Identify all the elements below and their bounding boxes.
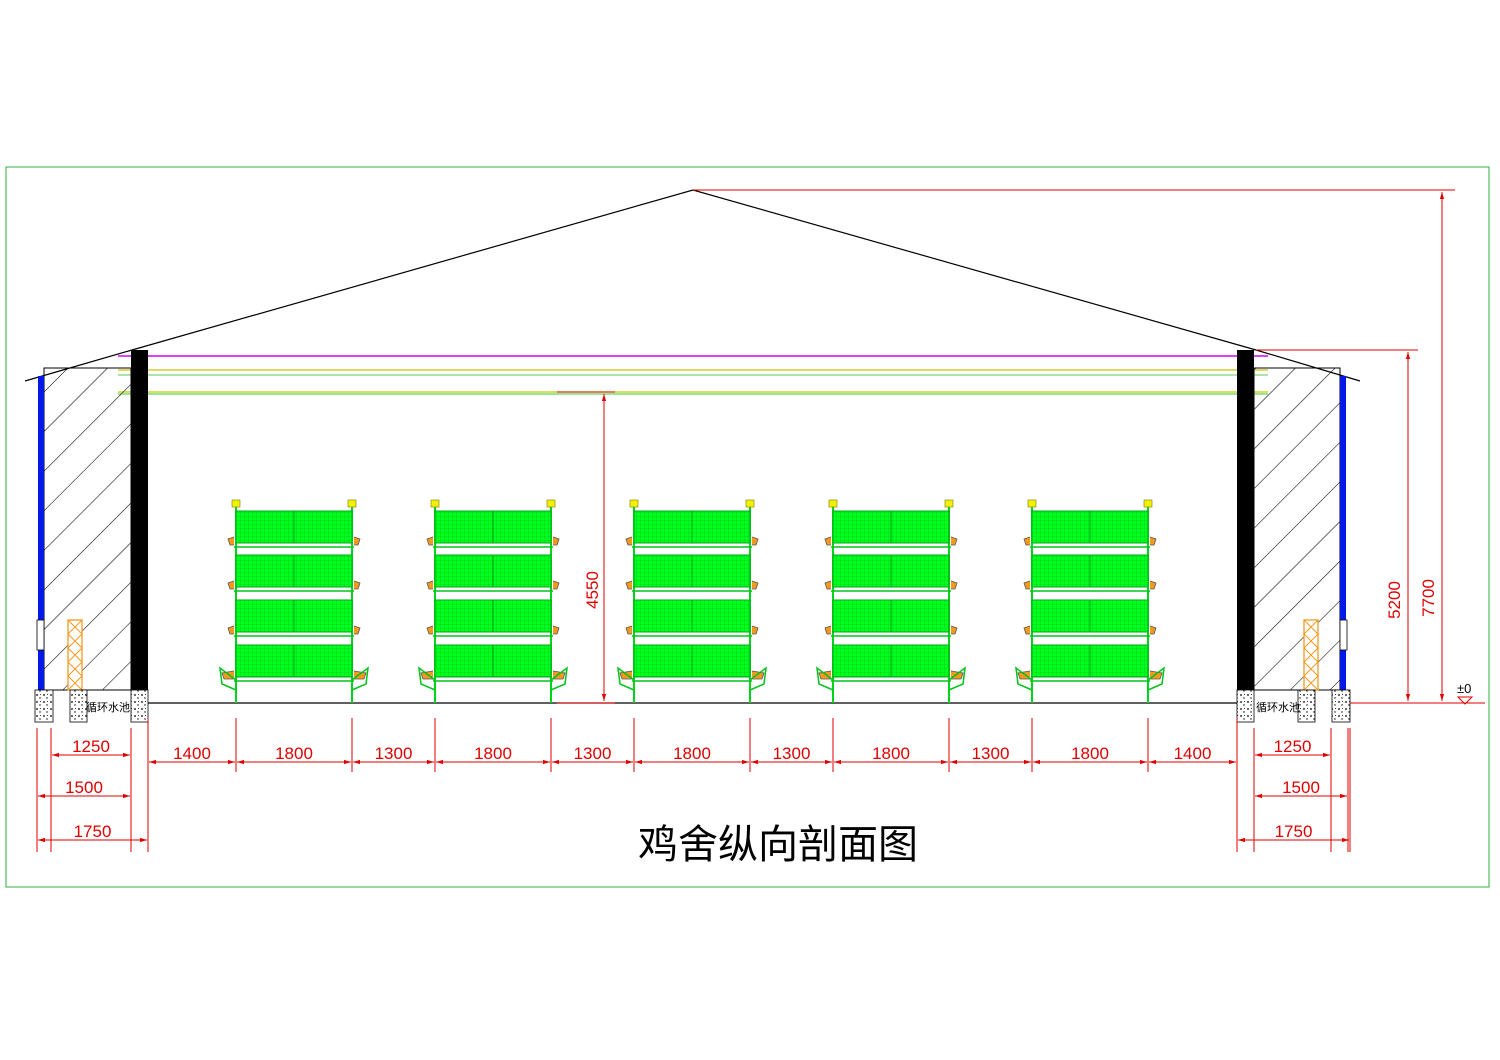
cage-cap <box>1143 499 1153 508</box>
dim-text: 1400 <box>173 744 211 763</box>
end-dim-text: 1250 <box>72 737 110 756</box>
cage-cap <box>430 499 440 508</box>
level-mark-icon <box>1456 696 1474 705</box>
feed-trough <box>625 536 633 546</box>
right-foundation-b <box>1297 689 1316 723</box>
right-cooling-pad <box>1340 376 1346 690</box>
feed-trough <box>1023 536 1031 546</box>
dim-text: 1300 <box>972 744 1010 763</box>
horizontal-dimensions: 1400 1800 1300 1800 1300 1800 1300 1800 1300 1800… <box>147 718 1238 772</box>
ridge-dim-text: 7700 <box>1419 579 1438 617</box>
right-hatched-wall <box>1253 367 1341 691</box>
cage-unit <box>617 499 767 703</box>
dim-text: 1300 <box>375 744 413 763</box>
feed-trough <box>227 536 235 546</box>
drawing-frame <box>5 166 1490 888</box>
dim-text: 1400 <box>1174 744 1212 763</box>
level-mark-text: ±0 <box>1457 681 1471 696</box>
dim-text: 1800 <box>275 744 313 763</box>
feed-trough <box>950 580 958 590</box>
roof-outline <box>24 189 1361 382</box>
feed-trough <box>824 625 832 635</box>
feed-trough <box>552 536 560 546</box>
feed-trough <box>1149 536 1157 546</box>
vertical-dimensions: 4550 5200 7700 ±0 <box>557 189 1485 705</box>
dim-text: 1300 <box>574 744 612 763</box>
cage-unit <box>816 499 966 703</box>
cage-cap <box>944 499 954 508</box>
eave-dim-text: 5200 <box>1385 581 1404 619</box>
left-hatched-wall <box>43 367 132 691</box>
left-cooling-pad <box>38 376 44 690</box>
drawing-title: 鸡舍纵向剖面图 <box>638 822 918 868</box>
left-pool-label: 循环水池 <box>86 701 130 714</box>
right-pool-label: 循环水池 <box>1256 701 1300 714</box>
feed-trough <box>227 625 235 635</box>
feed-trough <box>1149 580 1157 590</box>
feed-trough <box>751 580 759 590</box>
feed-trough <box>824 536 832 546</box>
dim-text: 1800 <box>1071 744 1109 763</box>
feed-trough <box>1149 625 1157 635</box>
feed-trough <box>353 625 361 635</box>
feed-trough <box>426 625 434 635</box>
cage-cap <box>828 499 838 508</box>
feed-trough <box>950 536 958 546</box>
end-dim-text: 1500 <box>65 778 103 797</box>
cage-cap <box>231 499 241 508</box>
feed-trough <box>552 580 560 590</box>
dim-text: 1800 <box>474 744 512 763</box>
right-foundation-c <box>1331 689 1351 723</box>
cage-cap <box>629 499 639 508</box>
feed-trough <box>1023 580 1031 590</box>
cage-cap <box>745 499 755 508</box>
right-foundation-a <box>1236 689 1255 723</box>
end-dim-text: 1750 <box>1275 822 1313 841</box>
feed-trough <box>751 536 759 546</box>
dim-text: 1300 <box>773 744 811 763</box>
feed-trough <box>824 580 832 590</box>
feed-trough <box>353 580 361 590</box>
cage-cap <box>546 499 556 508</box>
cage-cap <box>347 499 357 508</box>
left-foundation-a <box>34 689 54 723</box>
right-end-wall <box>1237 350 1254 690</box>
end-dim-text: 1750 <box>74 822 112 841</box>
feed-trough <box>751 625 759 635</box>
feed-trough <box>1023 625 1031 635</box>
feed-trough <box>950 625 958 635</box>
end-dim-text: 1500 <box>1282 778 1320 797</box>
cage-unit <box>219 499 369 703</box>
left-end-wall <box>131 350 148 690</box>
feed-trough <box>426 536 434 546</box>
feed-trough <box>426 580 434 590</box>
feed-trough <box>625 625 633 635</box>
end-dim-text: 1250 <box>1274 737 1312 756</box>
cage-clearance-dim-text: 4550 <box>583 571 602 609</box>
feed-trough <box>353 536 361 546</box>
feed-trough <box>552 625 560 635</box>
dim-text: 1800 <box>872 744 910 763</box>
cage-rows <box>219 499 1165 703</box>
cage-cap <box>1027 499 1037 508</box>
cage-unit <box>418 499 568 703</box>
cage-unit <box>1015 499 1165 703</box>
end-room-dimensions: 1250 1500 1750 1250 1500 1750 <box>36 728 1351 852</box>
left-foundation-c <box>130 689 149 723</box>
feed-trough <box>227 580 235 590</box>
left-foundation-b <box>69 689 88 723</box>
feed-trough <box>625 580 633 590</box>
dim-text: 1800 <box>673 744 711 763</box>
